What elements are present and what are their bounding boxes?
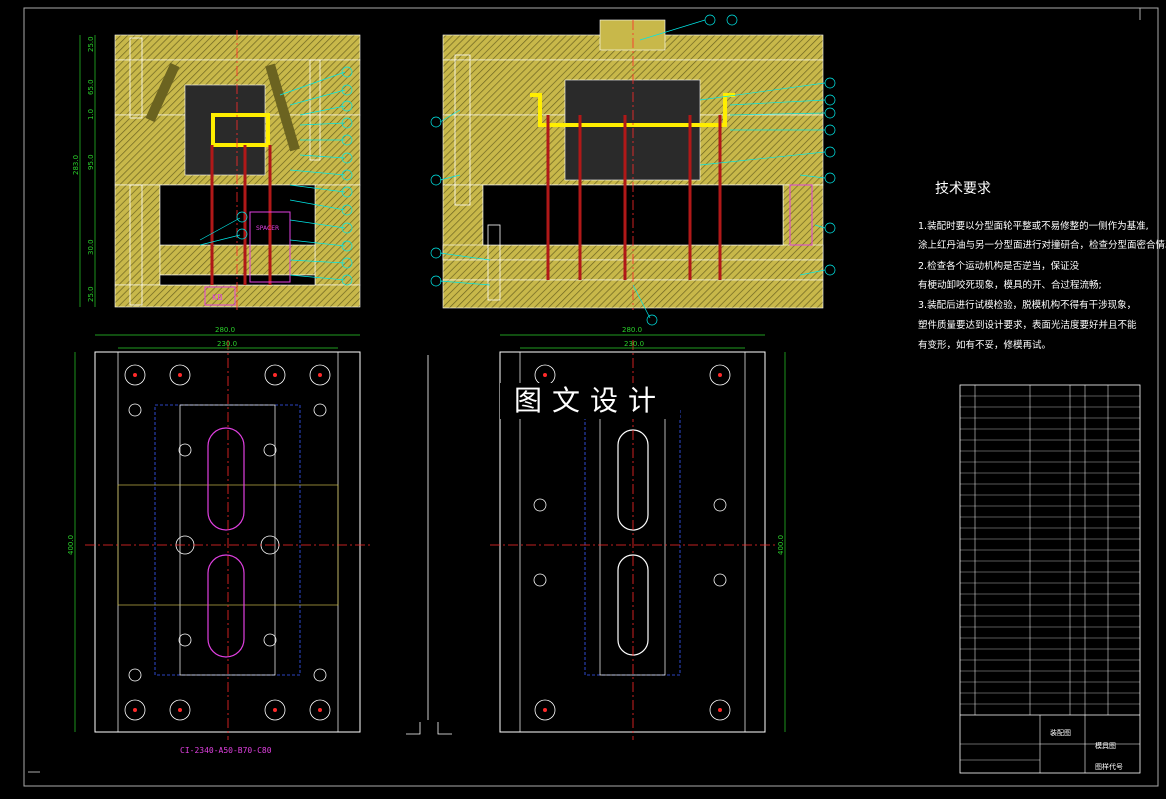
dim-width-outer-right: 280.0 — [622, 326, 642, 334]
tech-line-6: 塑件质量要达到设计要求，表面光洁度要好并且不能 — [918, 320, 1137, 331]
title-block-module: 模具图 — [1095, 741, 1116, 750]
section-marks — [406, 355, 452, 735]
dim-side-c: 1.0 — [87, 109, 95, 120]
tech-line-3: 2.检查各个运动机构是否逆当，保证没 — [918, 261, 1080, 272]
dim-width-outer-left: 280.0 — [215, 326, 235, 334]
watermark-title: 图文设计 — [500, 383, 680, 419]
plan-view-left: 280.0 230.0 400.0 — [67, 326, 370, 740]
dim-side-e: 30.0 — [87, 239, 95, 255]
kb-label: KB — [212, 293, 223, 302]
dim-height-right: 400.0 — [777, 535, 785, 555]
tech-line-5: 3.装配后进行试模检验，脱模机构不得有干涉现象， — [918, 300, 1137, 311]
dim-side-b: 65.0 — [87, 79, 95, 95]
dim-side-f: 25.0 — [87, 286, 95, 302]
tech-line-2: 涂上红丹油与另一分型面进行对撞研合，检查分型面密合情况; — [918, 240, 1166, 251]
section-view-left: SPACER KB 283.0 25.0 65 — [72, 30, 361, 310]
tech-line-4: 有梗动卸咬死现象，模具的开、合过程流畅; — [918, 280, 1102, 291]
tech-requirements-title: 技术要求 — [935, 181, 991, 197]
dim-side-a: 25.0 — [87, 36, 95, 52]
dim-width-inner-left: 230.0 — [217, 340, 237, 348]
title-block-drawing: 装配图 — [1050, 728, 1071, 737]
drawing-border — [23, 7, 1159, 787]
dim-height-left: 400.0 — [67, 535, 75, 555]
section-view-right — [430, 14, 836, 326]
spacer-label: SPACER — [256, 225, 279, 232]
tech-line-7: 有变形，如有不妥，修模再试。 — [918, 340, 1052, 351]
tech-line-1: 1.装配时要以分型面轮平整或不易修整的一侧作为基准, — [918, 221, 1149, 232]
dim-width-inner-right: 230.0 — [624, 340, 644, 348]
dim-side-total: 283.0 — [72, 155, 80, 175]
model-label: CI-2340-A50-B70-C80 — [180, 746, 272, 755]
dim-side-d: 95.0 — [87, 154, 95, 170]
title-block-drawing-no: 图样代号 — [1095, 762, 1123, 771]
bill-of-materials-table: 装配图 模具图 图样代号 — [959, 384, 1141, 774]
